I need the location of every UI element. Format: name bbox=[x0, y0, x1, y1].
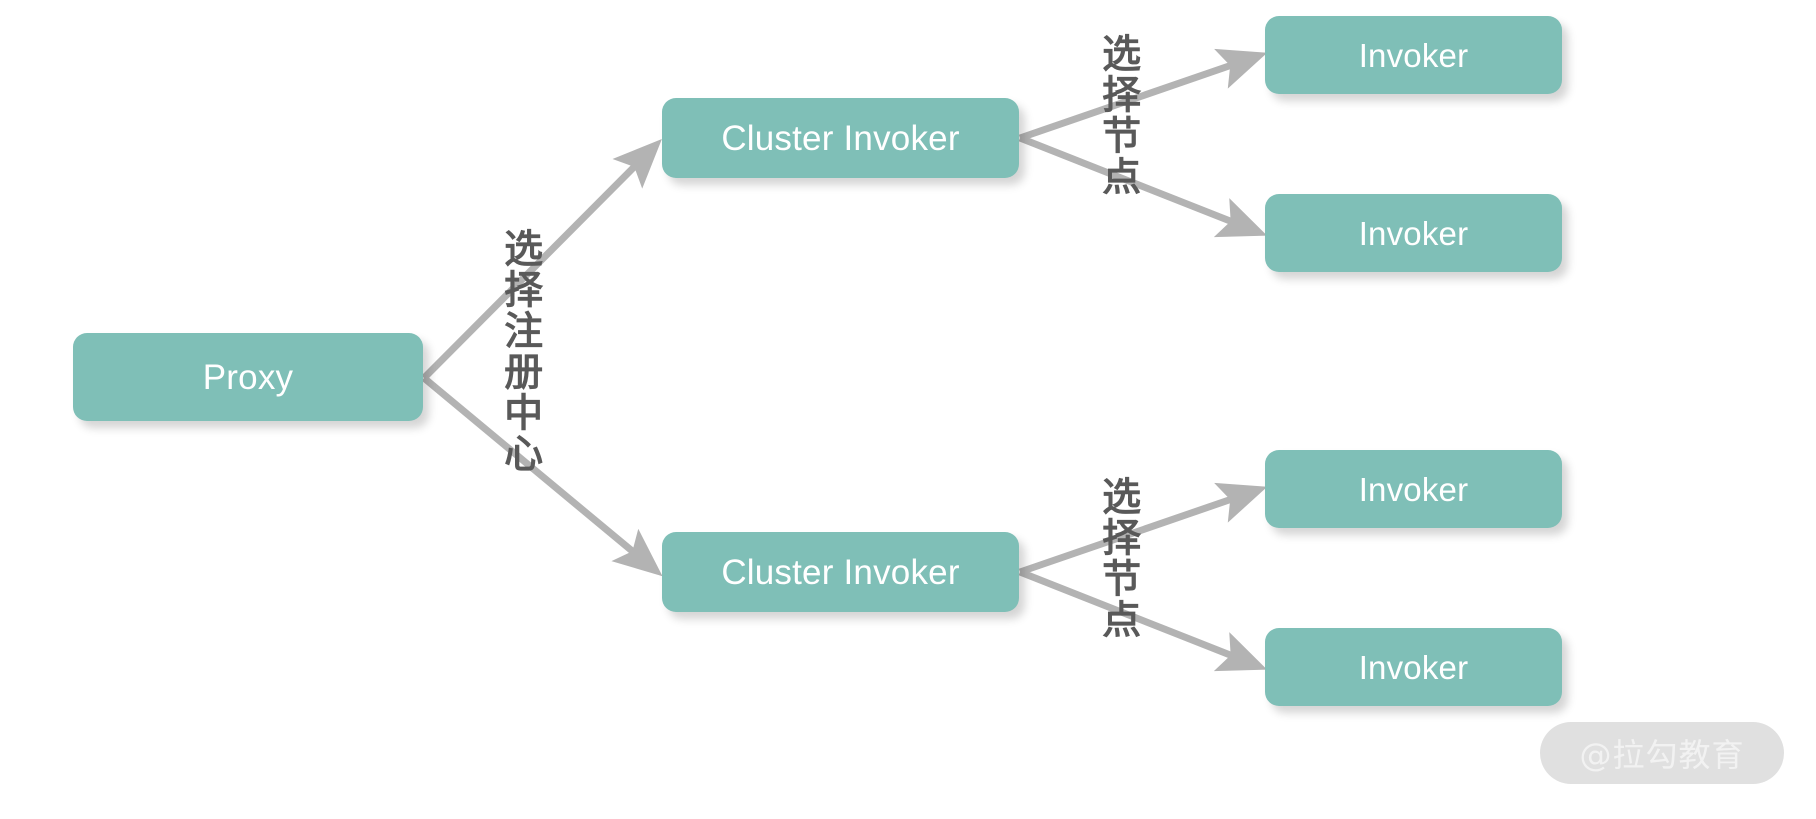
node-cluster-invoker-top-label: Cluster Invoker bbox=[721, 118, 960, 158]
node-cluster-invoker-bottom[interactable]: Cluster Invoker bbox=[662, 532, 1019, 612]
node-cluster-invoker-bottom-label: Cluster Invoker bbox=[721, 552, 960, 592]
node-invoker-2[interactable]: Invoker bbox=[1265, 194, 1562, 272]
node-invoker-4[interactable]: Invoker bbox=[1265, 628, 1562, 706]
edge-label-select-registry: 选择注册中心 bbox=[497, 228, 543, 474]
edge-label-select-node-top: 选择节点 bbox=[1095, 33, 1141, 197]
node-invoker-1[interactable]: Invoker bbox=[1265, 16, 1562, 94]
node-invoker-3[interactable]: Invoker bbox=[1265, 450, 1562, 528]
edge-label-select-node-bottom: 选择节点 bbox=[1095, 476, 1141, 640]
watermark-badge: @拉勾教育 bbox=[1540, 722, 1784, 784]
node-invoker-1-label: Invoker bbox=[1358, 36, 1469, 74]
watermark-text: @拉勾教育 bbox=[1579, 736, 1745, 774]
node-cluster-invoker-top[interactable]: Cluster Invoker bbox=[662, 98, 1019, 178]
node-invoker-2-label: Invoker bbox=[1358, 214, 1469, 252]
node-invoker-4-label: Invoker bbox=[1358, 648, 1469, 686]
node-invoker-3-label: Invoker bbox=[1358, 470, 1469, 508]
node-proxy-label: Proxy bbox=[202, 357, 294, 397]
node-proxy[interactable]: Proxy bbox=[73, 333, 423, 421]
